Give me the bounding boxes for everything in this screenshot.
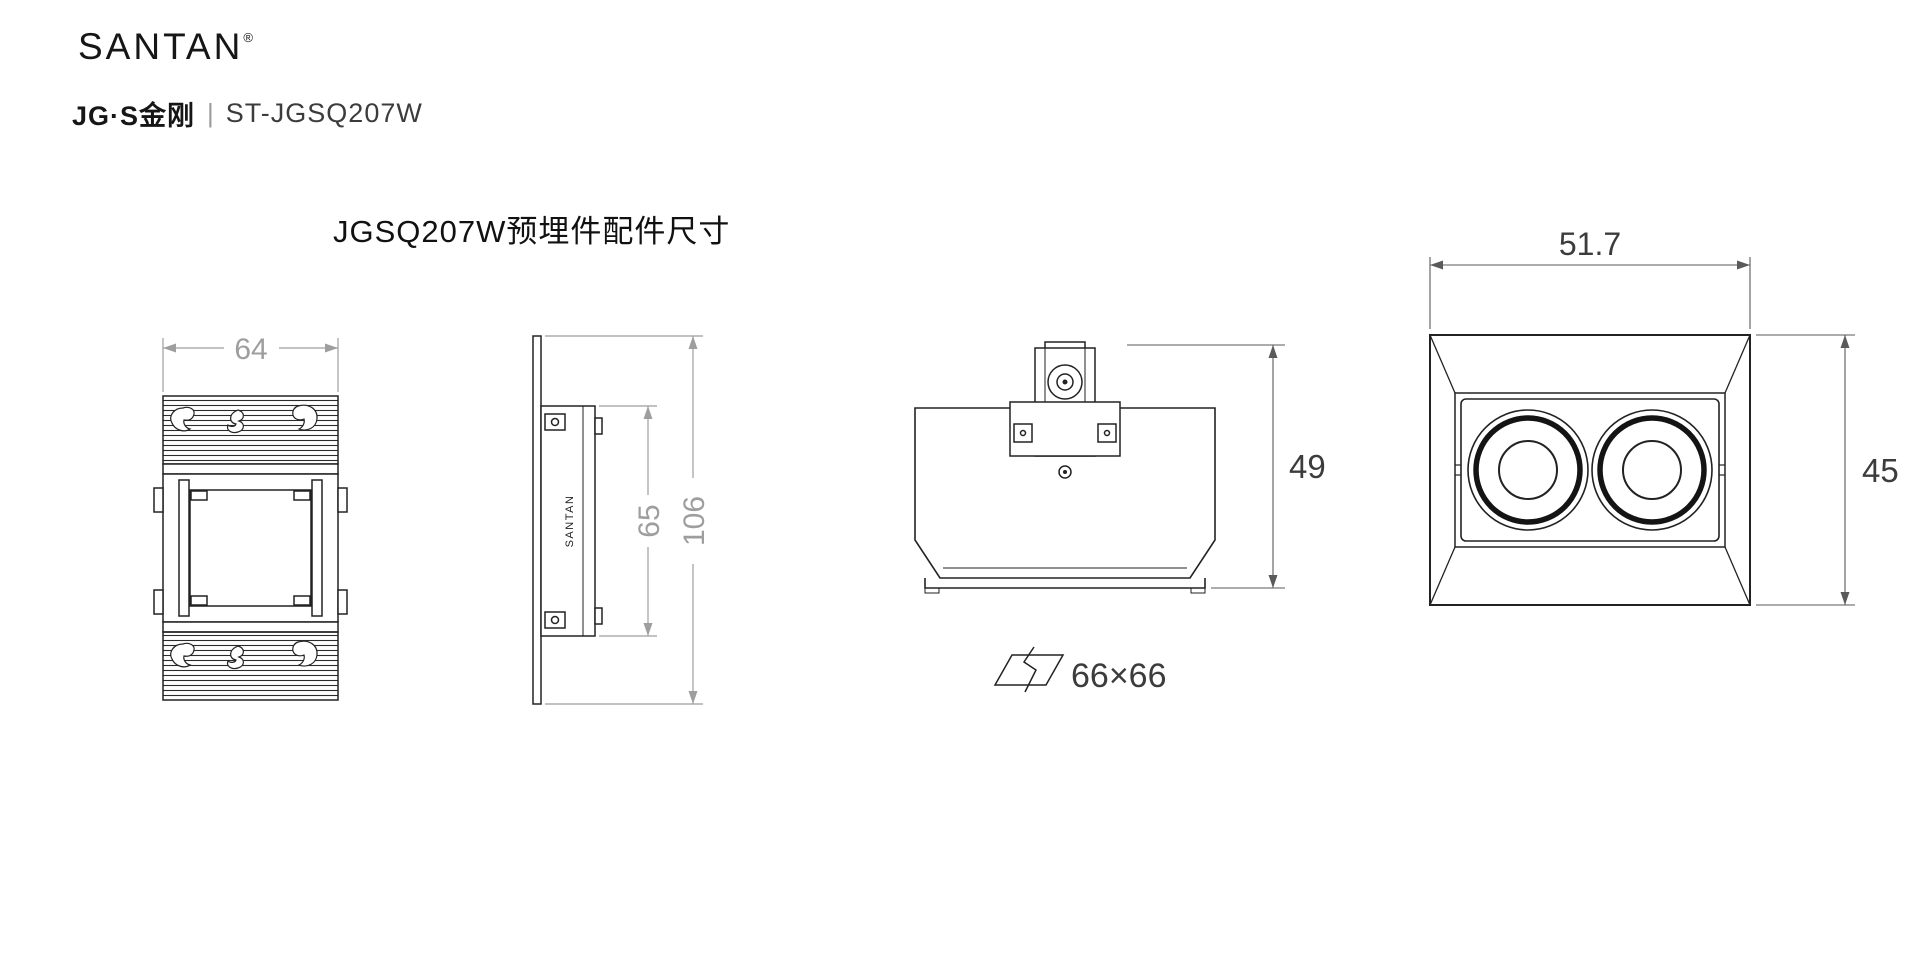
product-line: JG·S金刚 | ST-JGSQ207W	[72, 94, 423, 133]
dim-height-45	[1756, 334, 1855, 606]
cutout-symbol	[993, 646, 1065, 693]
registered-mark: ®	[243, 29, 253, 45]
model-number: ST-JGSQ207W	[225, 98, 423, 128]
side-view-body-label: SANTAN	[564, 495, 576, 548]
frame-top-view-drawing: 64	[153, 333, 348, 701]
fixture-front-view-drawing: 51.7 45	[1429, 226, 1899, 606]
dim-height-45-label: 45	[1862, 452, 1899, 489]
dim-height-49-label: 49	[1289, 448, 1326, 485]
lens-right	[1591, 409, 1713, 531]
cutout-size-label: 66×66	[1071, 657, 1167, 695]
bracket-front-view-drawing: 49 66×66	[914, 341, 1326, 695]
frame-top-view-part	[153, 395, 348, 701]
frame-side-view-part	[532, 335, 603, 705]
bracket-housing	[914, 407, 1216, 594]
dim-outer-height-106	[545, 335, 703, 705]
dim-width-51-7-label: 51.7	[1559, 226, 1621, 262]
frame-side-view-drawing: SANTAN 65 106	[532, 335, 711, 705]
dim-width-64	[162, 338, 339, 392]
fixture-front-part	[1429, 334, 1751, 606]
lens-left	[1467, 409, 1589, 531]
dim-inner-height-65	[599, 405, 657, 637]
series-divider: |	[207, 98, 214, 128]
dim-width-64-label: 64	[234, 333, 267, 366]
dim-inner-height-65-label: 65	[633, 504, 666, 537]
page-title: JGSQ207W预埋件配件尺寸	[333, 214, 731, 249]
series-label: JG·S金刚	[72, 101, 196, 131]
brand-logo: SANTAN®	[78, 26, 253, 68]
dim-height-49	[1127, 344, 1285, 589]
dim-width-51-7	[1429, 257, 1751, 329]
tilt-mechanism	[1009, 341, 1121, 479]
brand-logo-text: SANTAN	[78, 26, 244, 67]
dim-outer-height-106-label: 106	[678, 496, 711, 546]
